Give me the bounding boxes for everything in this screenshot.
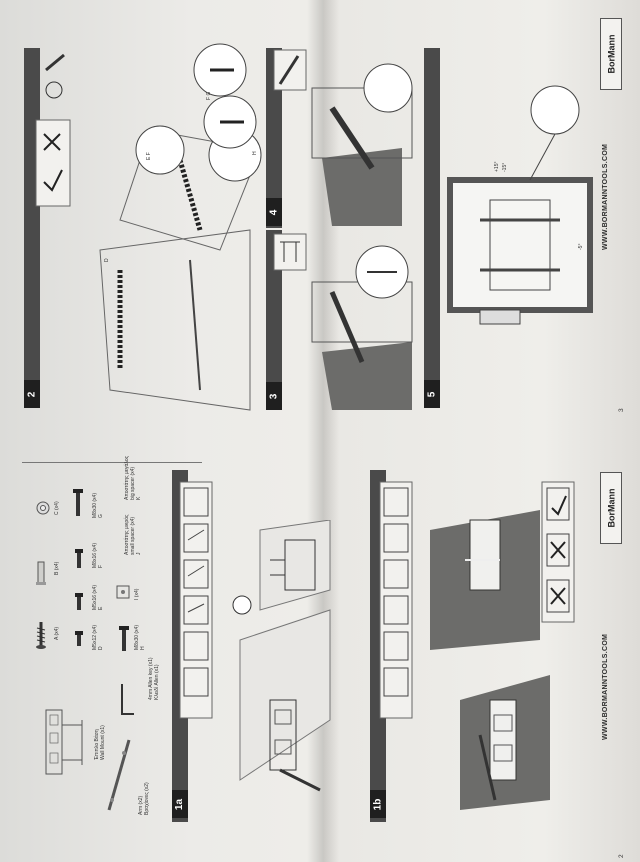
washer-c-icon: [36, 501, 50, 515]
part-label: M8x16 (x4)F: [92, 542, 104, 568]
step-number: 1b: [370, 790, 386, 818]
step-5-drawing: [447, 85, 593, 325]
allen-key-label: 4mm Allen key (x1)Κλειδί Allen (x1): [148, 657, 160, 700]
step-bar: [266, 48, 282, 228]
screw-h-icon: [119, 626, 129, 651]
step-bar: [266, 230, 282, 410]
step-number: 4: [266, 198, 282, 226]
screw-a-icon: [36, 622, 46, 649]
wall-mount-sketch: [45, 709, 83, 775]
parts-divider: [22, 462, 202, 463]
step-number: 5: [424, 380, 440, 408]
step-number: 1a: [172, 790, 188, 818]
footer-url: WWW.BORMANNTOOLS.COM: [602, 633, 609, 740]
step-2-drawing: [99, 125, 262, 411]
part-label: M5x12 (x4)D: [92, 624, 104, 650]
part-label: B (x4): [54, 561, 60, 575]
step-number: 3: [266, 382, 282, 410]
checkmark-panel: [541, 481, 575, 623]
screw-g-icon: [73, 489, 83, 516]
tool-icons-strip: [179, 481, 213, 719]
page-number: 3: [618, 408, 625, 412]
step-2-icons: [35, 53, 71, 207]
step-bar: [424, 48, 440, 408]
part-label: M5x16 (x4)E: [92, 584, 104, 610]
step-3-drawing: [273, 233, 413, 410]
step-4-drawing: [273, 49, 413, 226]
step-number: 2: [24, 380, 40, 408]
zoom-circles: [193, 43, 257, 149]
brand-logo: BorMann: [600, 18, 622, 90]
page-number: 2: [618, 854, 625, 858]
tilt-up-label: +15°: [494, 161, 500, 172]
label-fg: F G: [206, 91, 212, 100]
label-ef: E F: [146, 152, 152, 160]
label-d: D: [104, 258, 110, 262]
screw-f-icon: [75, 549, 83, 568]
arms-label: Arm (x2)Βραχίονες (x2): [138, 782, 150, 815]
swivel-label: -5°: [578, 243, 584, 250]
label-h: H: [252, 151, 258, 155]
part-label: C (x4): [54, 501, 60, 515]
tilt-down-label: -15°: [502, 162, 508, 172]
step-1a-drawing: [232, 520, 331, 792]
allen-key-sketch: [121, 684, 134, 715]
part-label: A (x4): [54, 626, 60, 640]
part-label: M8x30 (x4)G: [92, 492, 104, 518]
tool-icons-strip: [379, 481, 413, 719]
anchor-b-icon: [36, 561, 46, 585]
part-label: M8x30 (x4)H: [134, 624, 146, 650]
screw-d-icon: [75, 631, 83, 646]
step-1b-drawing: [430, 510, 550, 810]
plate-i-icon: [116, 585, 130, 599]
brand-logo: BorMann: [600, 472, 622, 544]
arm-sketch: [107, 739, 131, 811]
part-label: I (x4): [134, 588, 140, 600]
footer-url: WWW.BORMANNTOOLS.COM: [602, 143, 609, 250]
screw-e-icon: [75, 593, 83, 610]
